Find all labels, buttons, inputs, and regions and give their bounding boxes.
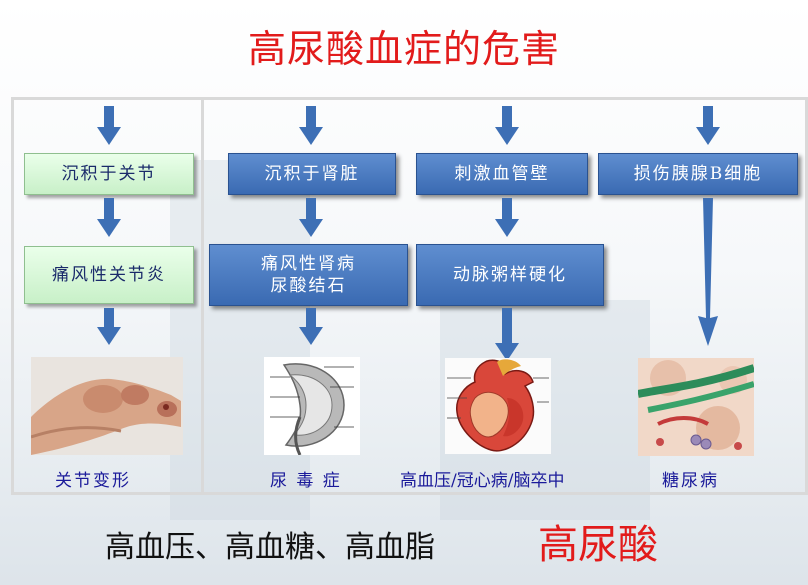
box-line-2: 尿酸结石: [271, 275, 347, 297]
page-title: 高尿酸血症的危害: [0, 18, 808, 73]
box-gouty-nephropathy: 痛风性肾病 尿酸结石: [209, 244, 408, 306]
arrow-shaft: [306, 308, 316, 328]
result-label-joint-deformity: 关节变形: [55, 466, 131, 491]
bottom-highlight: 高尿酸: [538, 512, 658, 570]
arrow-shaft: [502, 106, 512, 128]
down-arrow-icon: [299, 127, 323, 145]
long-down-arrow-icon: [690, 198, 726, 346]
arrow-shaft: [104, 308, 114, 328]
arrow-shaft: [306, 198, 316, 220]
result-label-uremia: 尿 毒 症: [270, 466, 342, 491]
arrow-shaft: [502, 308, 512, 344]
box-atherosclerosis: 动脉粥样硬化: [416, 244, 604, 306]
down-arrow-icon: [495, 219, 519, 237]
box-line-1: 痛风性肾病: [261, 253, 356, 275]
arrow-shaft: [104, 106, 114, 128]
box-damage-beta-cells: 损伤胰腺B细胞: [598, 153, 798, 195]
arrow-shaft: [104, 198, 114, 220]
pancreas-cells-image: [638, 358, 754, 456]
result-label-diabetes: 糖尿病: [662, 466, 719, 491]
down-arrow-icon: [299, 327, 323, 345]
heart-diagram-image: [445, 358, 551, 454]
kidney-diagram-image: [264, 357, 360, 455]
bottom-text: 高血压、高血糖、高血脂: [105, 522, 435, 566]
box-gouty-arthritis: 痛风性关节炎: [24, 246, 194, 304]
down-arrow-icon: [97, 219, 121, 237]
result-label-cardiovascular: 高血压/冠心病/脑卒中: [400, 466, 564, 491]
box-deposit-kidney: 沉积于肾脏: [228, 153, 396, 195]
box-stimulate-vessel: 刺激血管壁: [416, 153, 588, 195]
deformed-hand-image: [31, 357, 183, 455]
arrow-shaft: [306, 106, 316, 128]
down-arrow-icon: [97, 127, 121, 145]
box-deposit-joint: 沉积于关节: [24, 153, 194, 195]
arrow-shaft: [502, 198, 512, 220]
down-arrow-icon: [495, 127, 519, 145]
down-arrow-icon: [696, 127, 720, 145]
arrow-shaft: [703, 106, 713, 128]
down-arrow-icon: [97, 327, 121, 345]
down-arrow-icon: [299, 219, 323, 237]
